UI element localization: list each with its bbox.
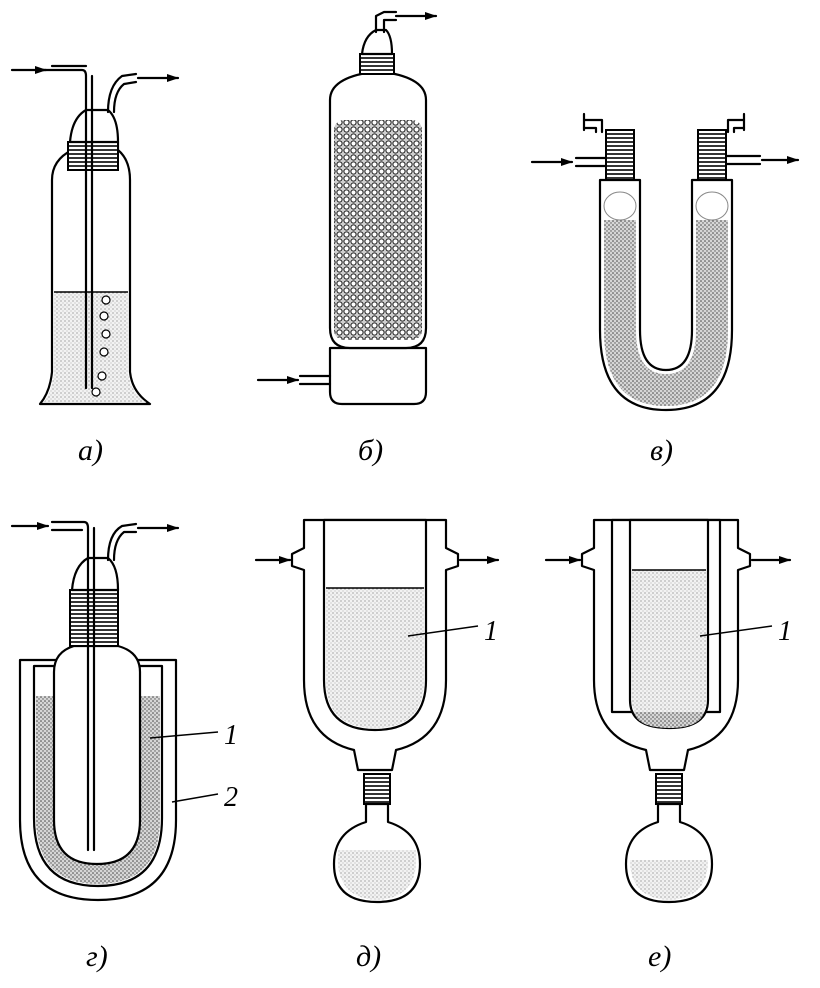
caption-v: в) (650, 434, 673, 467)
panel-a-gas-washing-bottle (10, 64, 180, 406)
panel-g-cooled-bottle (10, 520, 219, 902)
caption-b: б) (358, 434, 383, 467)
panel-d-cold-trap (254, 518, 500, 904)
label-1-coolant: 1 (484, 616, 498, 647)
panel-b-drying-column (256, 10, 438, 406)
caption-g: г) (86, 940, 108, 973)
caption-e: е) (648, 940, 671, 973)
panel-v-u-tube (530, 112, 800, 412)
label-1-coolant: 1 (224, 720, 238, 751)
label-2-dewar: 2 (224, 782, 238, 813)
label-1-coolant: 1 (778, 616, 792, 647)
caption-a: а) (78, 434, 103, 467)
panel-e-cold-trap-insert (544, 518, 792, 904)
caption-d: д) (356, 940, 381, 973)
